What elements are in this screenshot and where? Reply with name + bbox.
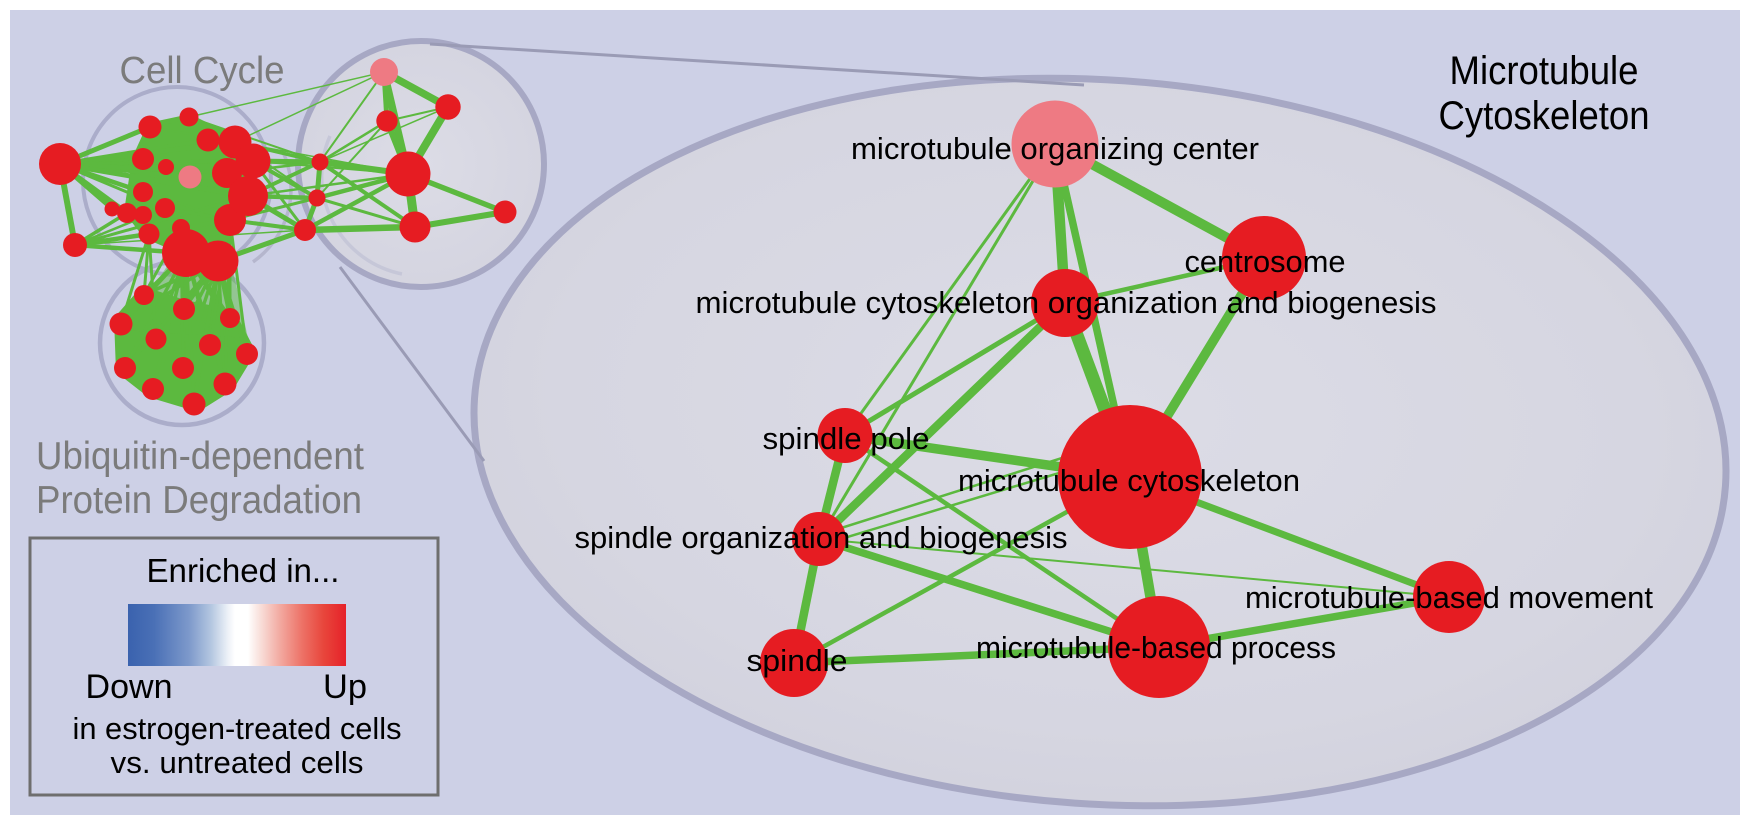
svg-text:microtubule-based process: microtubule-based process [976,630,1336,665]
svg-text:Enriched in...: Enriched in... [147,552,340,589]
svg-text:Down: Down [86,668,173,706]
svg-text:microtubule cytoskeleton: microtubule cytoskeleton [958,463,1300,498]
svg-text:Cytoskeleton: Cytoskeleton [1439,94,1650,138]
svg-text:centrosome: centrosome [1185,244,1346,279]
svg-text:Ubiquitin-dependent: Ubiquitin-dependent [36,435,364,478]
svg-text:microtubule organizing center: microtubule organizing center [851,131,1259,166]
svg-text:spindle pole: spindle pole [763,421,930,456]
svg-text:Protein Degradation: Protein Degradation [36,479,362,522]
svg-text:spindle organization and bioge: spindle organization and biogenesis [575,520,1068,555]
svg-text:in estrogen-treated cells: in estrogen-treated cells [73,711,402,746]
svg-text:microtubule cytoskeleton organ: microtubule cytoskeleton organization an… [696,285,1437,320]
svg-text:Cell Cycle: Cell Cycle [120,50,285,92]
svg-text:spindle: spindle [747,643,848,678]
svg-text:Up: Up [323,668,367,706]
svg-text:vs. untreated cells: vs. untreated cells [111,745,364,780]
svg-text:Microtubule: Microtubule [1450,49,1639,93]
svg-text:microtubule-based movement: microtubule-based movement [1245,580,1653,615]
